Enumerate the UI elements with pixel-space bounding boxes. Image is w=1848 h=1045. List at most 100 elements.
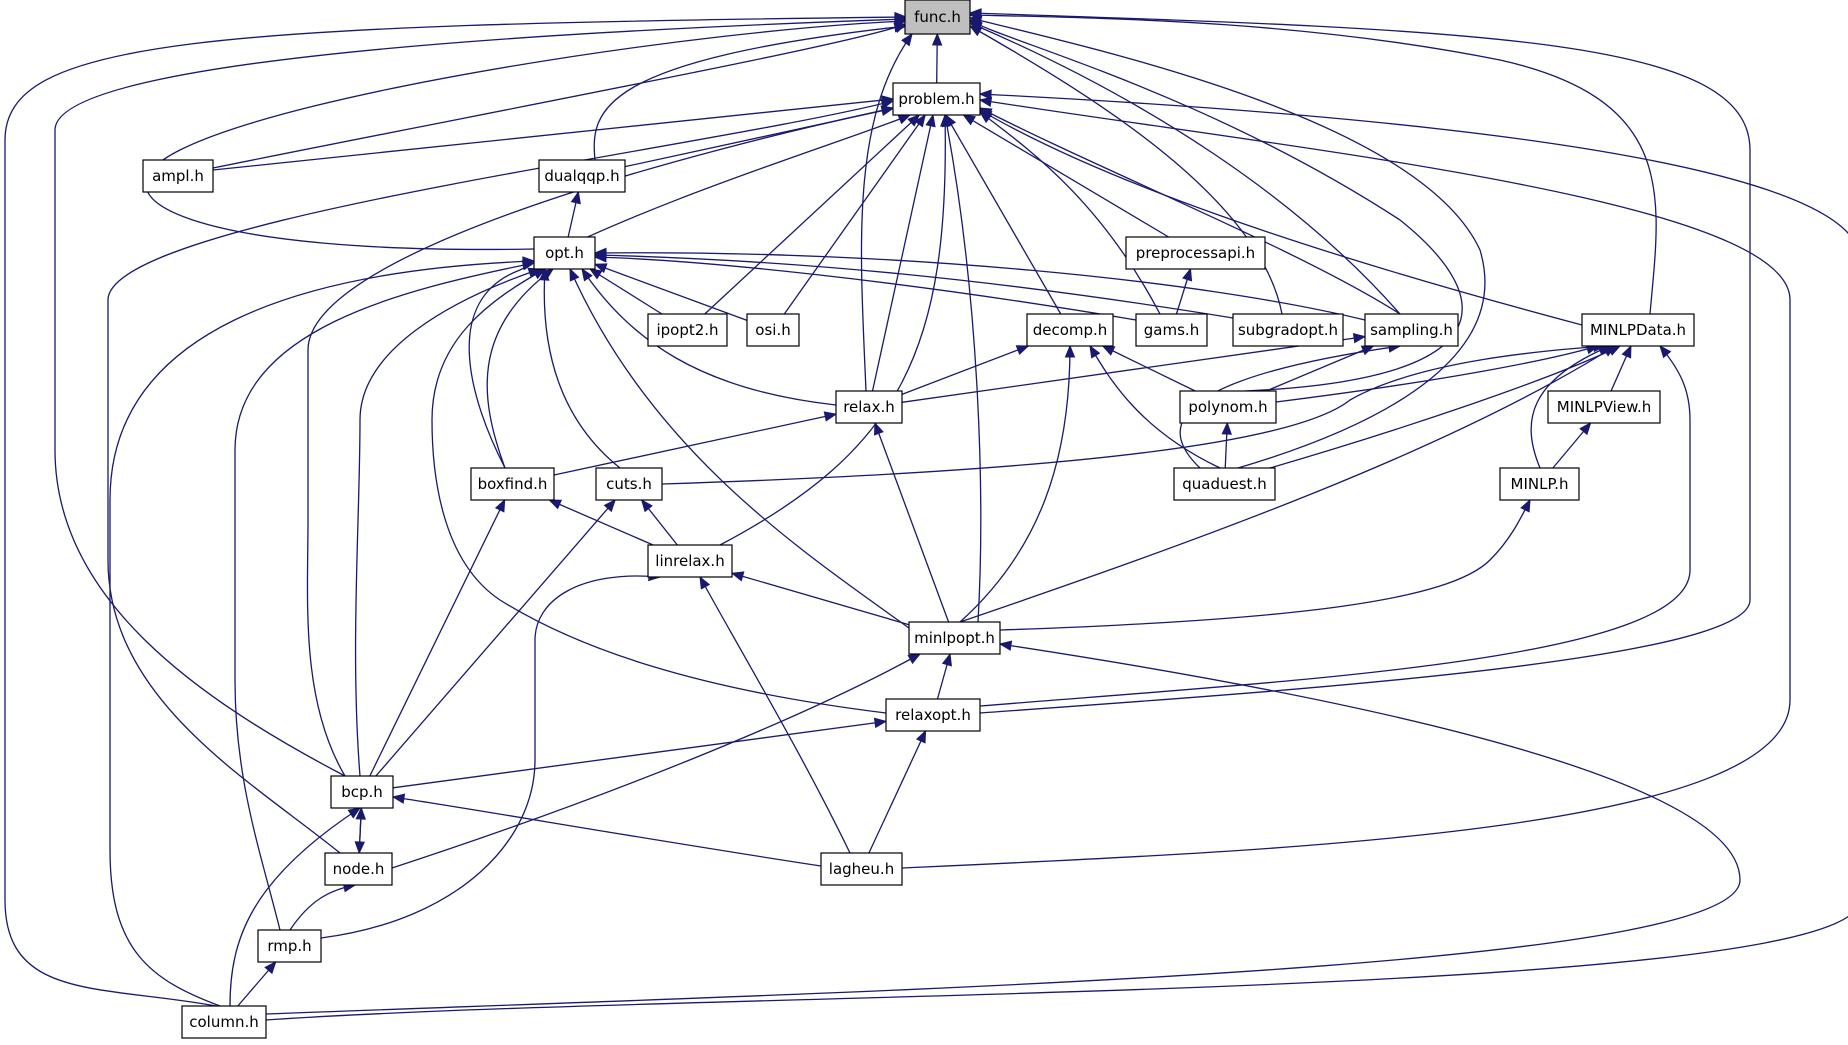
- node-osi[interactable]: osi.h: [746, 313, 800, 347]
- edge-polynom-to-minlpdata: [1275, 345, 1599, 403]
- edge-bcp-to-func: [54, 18, 907, 777]
- edge-lagheu-to-linrelax: [699, 576, 851, 854]
- edge-minlpopt-to-problem: [944, 114, 982, 623]
- node-node[interactable]: node.h: [324, 852, 393, 886]
- edge-polynom-to-decomp: [1102, 345, 1196, 392]
- node-box-rmp[interactable]: [257, 929, 322, 963]
- node-minlpdata[interactable]: MINLPData.h: [1581, 313, 1695, 347]
- node-box-preprocessapi[interactable]: [1125, 236, 1266, 270]
- arrowhead-preprocessapi-to-problem: [962, 114, 976, 126]
- edge-osi-to-opt: [594, 263, 748, 322]
- node-box-bcp[interactable]: [330, 775, 394, 809]
- node-sampling[interactable]: sampling.h: [1364, 313, 1459, 347]
- node-box-func[interactable]: [904, 0, 971, 35]
- node-box-cuts[interactable]: [595, 467, 663, 501]
- edge-column-to-func: [4, 16, 907, 1007]
- node-label-func: func.h: [914, 8, 961, 26]
- node-box-problem[interactable]: [892, 82, 981, 116]
- node-box-opt[interactable]: [533, 236, 596, 270]
- node-polynom[interactable]: polynom.h: [1179, 390, 1277, 424]
- node-relaxopt[interactable]: relaxopt.h: [885, 698, 981, 732]
- node-relax[interactable]: relax.h: [835, 390, 903, 424]
- edge-ipopt2-to-opt: [589, 268, 663, 315]
- node-bcp[interactable]: bcp.h: [330, 775, 394, 809]
- edge-minlp-to-minlpdata: [1530, 345, 1611, 469]
- node-box-osi[interactable]: [746, 313, 800, 347]
- node-box-decomp[interactable]: [1026, 313, 1114, 347]
- node-box-polynom[interactable]: [1179, 390, 1277, 424]
- arrowhead-lagheu-to-linrelax: [699, 575, 711, 590]
- node-box-linrelax[interactable]: [647, 544, 733, 578]
- node-dualqqp[interactable]: dualqqp.h: [538, 159, 626, 193]
- node-lagheu[interactable]: lagheu.h: [820, 852, 903, 886]
- node-box-subgradopt[interactable]: [1232, 313, 1344, 347]
- node-label-opt: opt.h: [545, 244, 584, 262]
- node-box-sampling[interactable]: [1364, 313, 1459, 347]
- node-box-ampl[interactable]: [142, 159, 214, 193]
- edge-relax-to-sampling: [901, 335, 1366, 403]
- node-label-minlpopt: minlpopt.h: [914, 629, 995, 647]
- arrowhead-quaduest-to-decomp: [1089, 344, 1101, 359]
- arrowhead-minlpopt-to-problem: [941, 113, 953, 128]
- edge-minlpopt-to-minlp: [999, 499, 1531, 631]
- arrowhead-relaxopt-to-func: [968, 8, 982, 19]
- arrowhead-osi-to-problem: [914, 113, 926, 128]
- node-linrelax[interactable]: linrelax.h: [647, 544, 733, 578]
- edge-linrelax-to-boxfind: [549, 499, 654, 546]
- node-rmp[interactable]: rmp.h: [257, 929, 322, 963]
- node-cuts[interactable]: cuts.h: [595, 467, 663, 501]
- node-box-minlpopt[interactable]: [908, 621, 1001, 655]
- node-label-boxfind: boxfind.h: [478, 475, 548, 493]
- arrowhead-boxfind-to-relax: [823, 411, 838, 422]
- edge-column-to-bcp: [229, 807, 361, 1007]
- arrowhead-linrelax-to-boxfind: [548, 499, 563, 510]
- edge-minlpdata-to-problem: [979, 109, 1583, 326]
- arrowhead-relaxopt-to-minlpopt: [941, 652, 952, 667]
- edge-node-to-minlpopt: [391, 653, 921, 869]
- node-subgradopt[interactable]: subgradopt.h: [1232, 313, 1344, 347]
- node-box-ipopt2[interactable]: [647, 313, 728, 347]
- node-minlpopt[interactable]: minlpopt.h: [908, 621, 1001, 655]
- edge-relaxopt-to-minlpdata: [979, 345, 1691, 707]
- node-label-decomp: decomp.h: [1033, 321, 1108, 339]
- node-func[interactable]: func.h: [904, 0, 971, 35]
- node-label-preprocessapi: preprocessapi.h: [1136, 244, 1255, 262]
- edge-bcp-to-relaxopt: [392, 720, 887, 789]
- node-boxfind[interactable]: boxfind.h: [470, 467, 555, 501]
- node-box-relax[interactable]: [835, 390, 903, 424]
- node-label-quaduest: quaduest.h: [1182, 475, 1266, 493]
- node-label-column: column.h: [189, 1013, 259, 1031]
- node-box-relaxopt[interactable]: [885, 698, 981, 732]
- node-box-gams[interactable]: [1135, 313, 1208, 347]
- node-box-node[interactable]: [324, 852, 393, 886]
- node-box-minlp[interactable]: [1499, 467, 1580, 501]
- node-ipopt2[interactable]: ipopt2.h: [647, 313, 728, 347]
- node-minlp[interactable]: MINLP.h: [1499, 467, 1580, 501]
- node-column[interactable]: column.h: [181, 1005, 267, 1039]
- node-box-minlpview[interactable]: [1547, 390, 1661, 424]
- node-decomp[interactable]: decomp.h: [1026, 313, 1114, 347]
- arrowhead-minlpopt-to-opt: [569, 267, 580, 282]
- node-opt[interactable]: opt.h: [533, 236, 596, 270]
- node-minlpview[interactable]: MINLPView.h: [1547, 390, 1661, 424]
- node-box-minlpdata[interactable]: [1581, 313, 1695, 347]
- node-label-polynom: polynom.h: [1188, 398, 1267, 416]
- node-box-quaduest[interactable]: [1173, 467, 1276, 501]
- node-box-boxfind[interactable]: [470, 467, 555, 501]
- node-gams[interactable]: gams.h: [1135, 313, 1208, 347]
- arrowhead-node-to-minlpopt: [907, 653, 922, 665]
- edge-minlpdata-to-func: [969, 14, 1657, 315]
- node-ampl[interactable]: ampl.h: [142, 159, 214, 193]
- edge-lagheu-to-bcp: [392, 796, 822, 867]
- node-box-lagheu[interactable]: [820, 852, 903, 886]
- edge-subgradopt-to-opt: [594, 254, 1234, 319]
- node-box-dualqqp[interactable]: [538, 159, 626, 193]
- node-box-column[interactable]: [181, 1005, 267, 1039]
- node-problem[interactable]: problem.h: [892, 82, 981, 116]
- edge-decomp-to-problem: [945, 114, 1062, 315]
- node-preprocessapi[interactable]: preprocessapi.h: [1125, 236, 1266, 270]
- edge-relax-to-problem: [871, 114, 934, 392]
- edge-relaxopt-to-opt: [431, 268, 887, 714]
- node-quaduest[interactable]: quaduest.h: [1173, 467, 1276, 501]
- node-label-sampling: sampling.h: [1370, 321, 1453, 339]
